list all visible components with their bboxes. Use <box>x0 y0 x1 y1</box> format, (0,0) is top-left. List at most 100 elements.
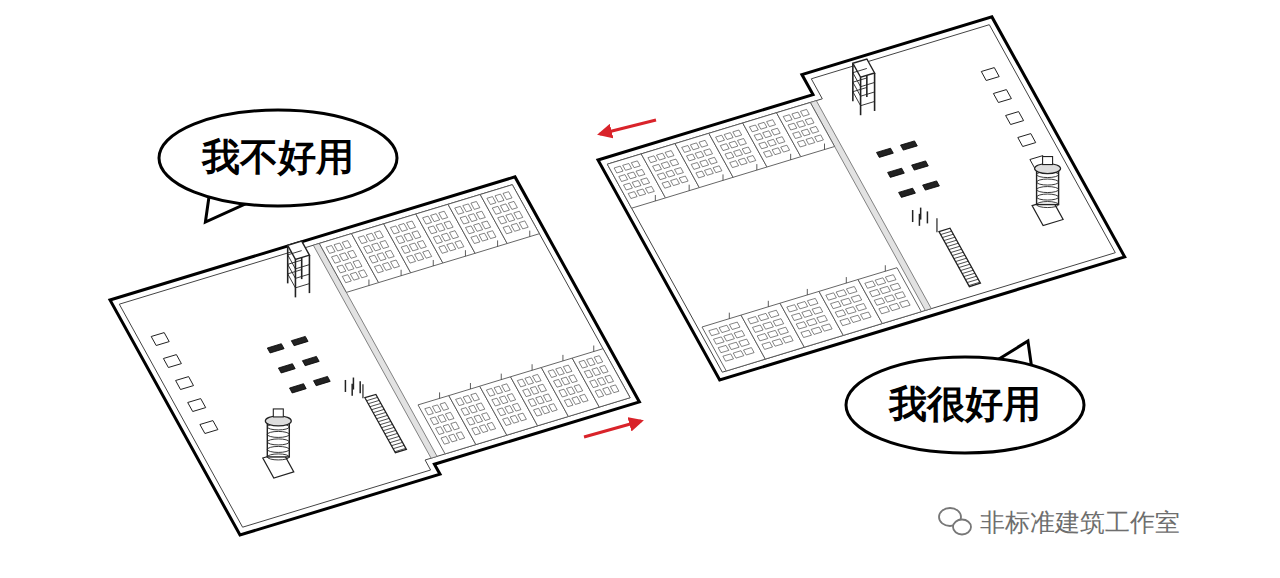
desk <box>471 236 480 244</box>
desk <box>781 145 790 152</box>
door-mark <box>433 260 434 266</box>
desk <box>801 109 810 116</box>
stair-tread <box>964 273 975 276</box>
desk <box>801 129 810 136</box>
desk <box>802 310 813 317</box>
desk <box>861 312 872 319</box>
door-mark <box>529 231 530 237</box>
desk <box>476 403 485 411</box>
desk <box>500 204 509 212</box>
desk <box>691 163 700 170</box>
desk <box>763 131 772 138</box>
door-mark <box>846 277 847 283</box>
tank-top <box>273 409 283 417</box>
chair <box>912 210 914 222</box>
desk <box>734 150 743 157</box>
desk <box>738 139 747 146</box>
stair-tread <box>370 403 381 406</box>
stair-run <box>939 228 980 286</box>
desk <box>865 281 876 288</box>
desk <box>563 365 572 373</box>
desk <box>460 216 469 224</box>
wechat-icon <box>939 508 971 535</box>
stair-tread <box>388 436 399 439</box>
desk <box>399 224 408 232</box>
desk <box>696 171 705 178</box>
desk <box>627 172 636 179</box>
desk <box>632 181 641 188</box>
desk <box>445 412 454 420</box>
tank-ring <box>267 431 289 437</box>
desk <box>584 370 593 378</box>
desk <box>690 143 699 150</box>
desk <box>623 164 632 171</box>
table <box>163 355 181 368</box>
desk <box>600 365 609 373</box>
desk <box>499 396 508 404</box>
desk <box>708 157 717 164</box>
tank-ring <box>1037 194 1059 200</box>
door-mark <box>401 270 402 276</box>
desk <box>666 170 675 177</box>
desk <box>624 183 633 190</box>
table <box>188 399 206 412</box>
desk <box>498 216 507 224</box>
desk <box>407 255 416 263</box>
desk <box>885 275 896 282</box>
desk <box>771 128 780 135</box>
bubble-text: 我很好用 <box>889 384 1041 426</box>
stair-tread <box>375 412 386 415</box>
chair <box>920 208 922 220</box>
desk <box>390 226 399 234</box>
desk <box>492 206 501 214</box>
desk <box>709 328 720 335</box>
desk <box>497 408 506 416</box>
desk <box>556 367 565 375</box>
desk <box>594 356 603 364</box>
desk <box>366 233 375 241</box>
desk <box>472 427 481 435</box>
desk <box>364 245 373 253</box>
desk <box>559 389 568 397</box>
desk <box>514 211 523 219</box>
desk <box>614 166 623 173</box>
desk <box>536 396 545 404</box>
stair-tread <box>954 255 965 258</box>
bubble-text: 我不好用 <box>202 137 354 179</box>
scaffold-rail <box>853 73 861 87</box>
desk <box>757 334 768 341</box>
stair-tread <box>390 439 401 442</box>
speech-bubble: 我不好用 <box>157 108 399 208</box>
desk <box>518 413 527 421</box>
desk <box>425 407 434 415</box>
desk <box>729 342 740 349</box>
desk <box>549 404 558 412</box>
scaffold-rail <box>288 260 302 264</box>
stair-tread <box>393 445 404 448</box>
building-floor <box>598 17 1125 380</box>
desk <box>729 141 738 148</box>
desk <box>441 233 450 241</box>
stair-tread <box>967 279 978 282</box>
desk <box>439 245 448 253</box>
door-mark <box>562 355 563 361</box>
stair-tread <box>946 240 957 243</box>
desk <box>762 342 773 349</box>
desk <box>353 260 362 268</box>
desk <box>700 160 709 167</box>
desk <box>730 161 739 168</box>
desk <box>358 270 367 278</box>
work-desk <box>290 384 307 393</box>
desk <box>739 339 750 346</box>
stair-tread <box>382 424 393 427</box>
desk <box>533 374 542 382</box>
desk <box>380 241 389 249</box>
desk <box>561 377 570 385</box>
stair-tread <box>391 442 402 445</box>
stair-tread <box>383 427 394 430</box>
desk <box>383 263 392 271</box>
desk <box>432 405 441 413</box>
